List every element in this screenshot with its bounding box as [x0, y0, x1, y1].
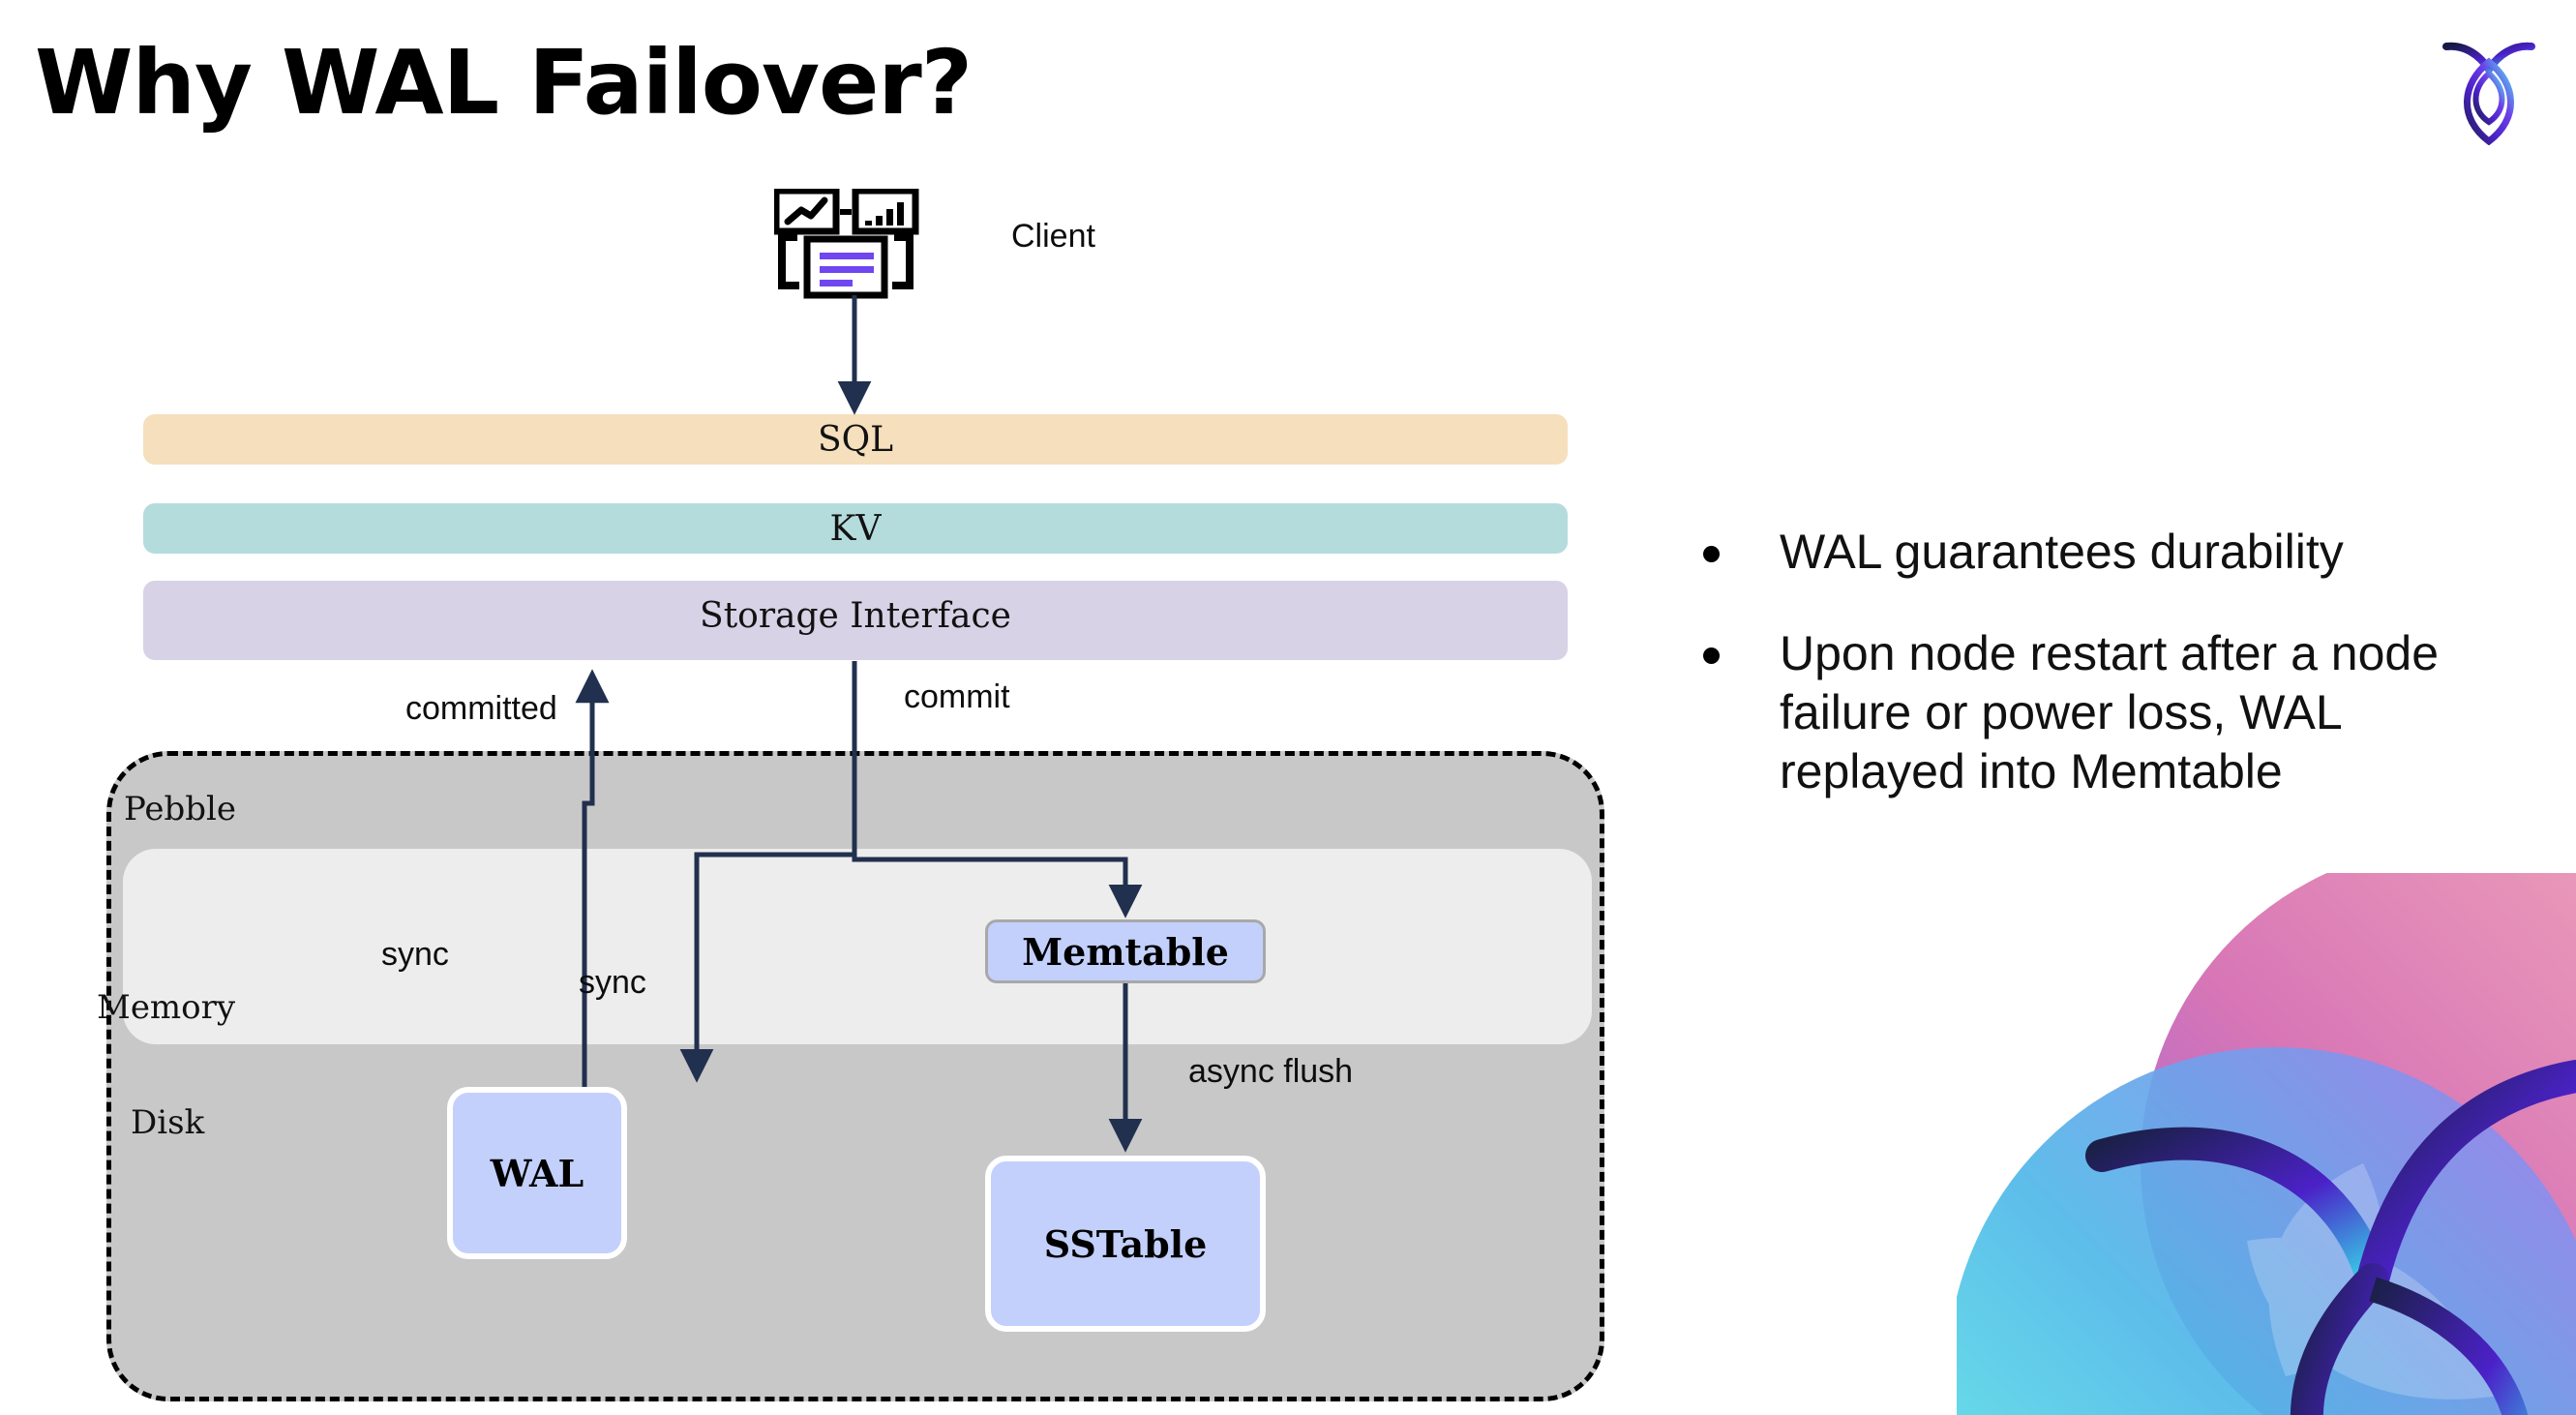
edge-label-commit: commit: [904, 678, 1010, 715]
node-memtable: Memtable: [985, 919, 1266, 983]
edge-label-sync-a: sync: [381, 936, 449, 973]
bullet-text: WAL guarantees durability: [1780, 525, 2344, 579]
edge-label-sync-b: sync: [579, 964, 646, 1001]
layer-label-sql: SQL: [817, 419, 894, 460]
list-item: WAL guarantees durability: [1703, 523, 2497, 582]
list-item: Upon node restart after a node failure o…: [1703, 624, 2497, 801]
memory-region: [123, 849, 1592, 1044]
bullet-dot-icon: [1703, 647, 1720, 664]
zone-label-memory: Memory: [97, 988, 236, 1027]
client-dashboard-icon: [772, 187, 929, 300]
layer-label-storage-interface: Storage Interface: [700, 595, 1011, 636]
client-label: Client: [1011, 218, 1095, 255]
layer-bar-kv: KV: [143, 503, 1568, 554]
layer-bar-sql: SQL: [143, 414, 1568, 465]
layer-label-kv: KV: [829, 508, 882, 549]
zone-label-pebble: Pebble: [124, 790, 236, 828]
node-label-sstable: SSTable: [1043, 1221, 1208, 1266]
zone-label-disk: Disk: [131, 1103, 205, 1142]
node-wal: WAL: [447, 1087, 627, 1259]
bullet-dot-icon: [1703, 546, 1720, 562]
bullet-list: WAL guarantees durability Upon node rest…: [1703, 523, 2497, 844]
pebble-container: [106, 751, 1604, 1401]
node-sstable: SSTable: [985, 1156, 1266, 1332]
cockroach-leaf-logo-icon: [2439, 29, 2539, 146]
bullet-text: Upon node restart after a node failure o…: [1780, 626, 2440, 798]
edge-label-async-flush: async flush: [1188, 1053, 1354, 1090]
cockroach-gradient-circles-art: [1957, 873, 2576, 1415]
layer-bar-storage-interface: Storage Interface: [143, 581, 1568, 660]
node-label-wal: WAL: [490, 1151, 584, 1195]
node-label-memtable: Memtable: [1022, 929, 1229, 974]
edge-label-committed: committed: [405, 690, 557, 727]
page-title: Why WAL Failover?: [35, 31, 973, 135]
